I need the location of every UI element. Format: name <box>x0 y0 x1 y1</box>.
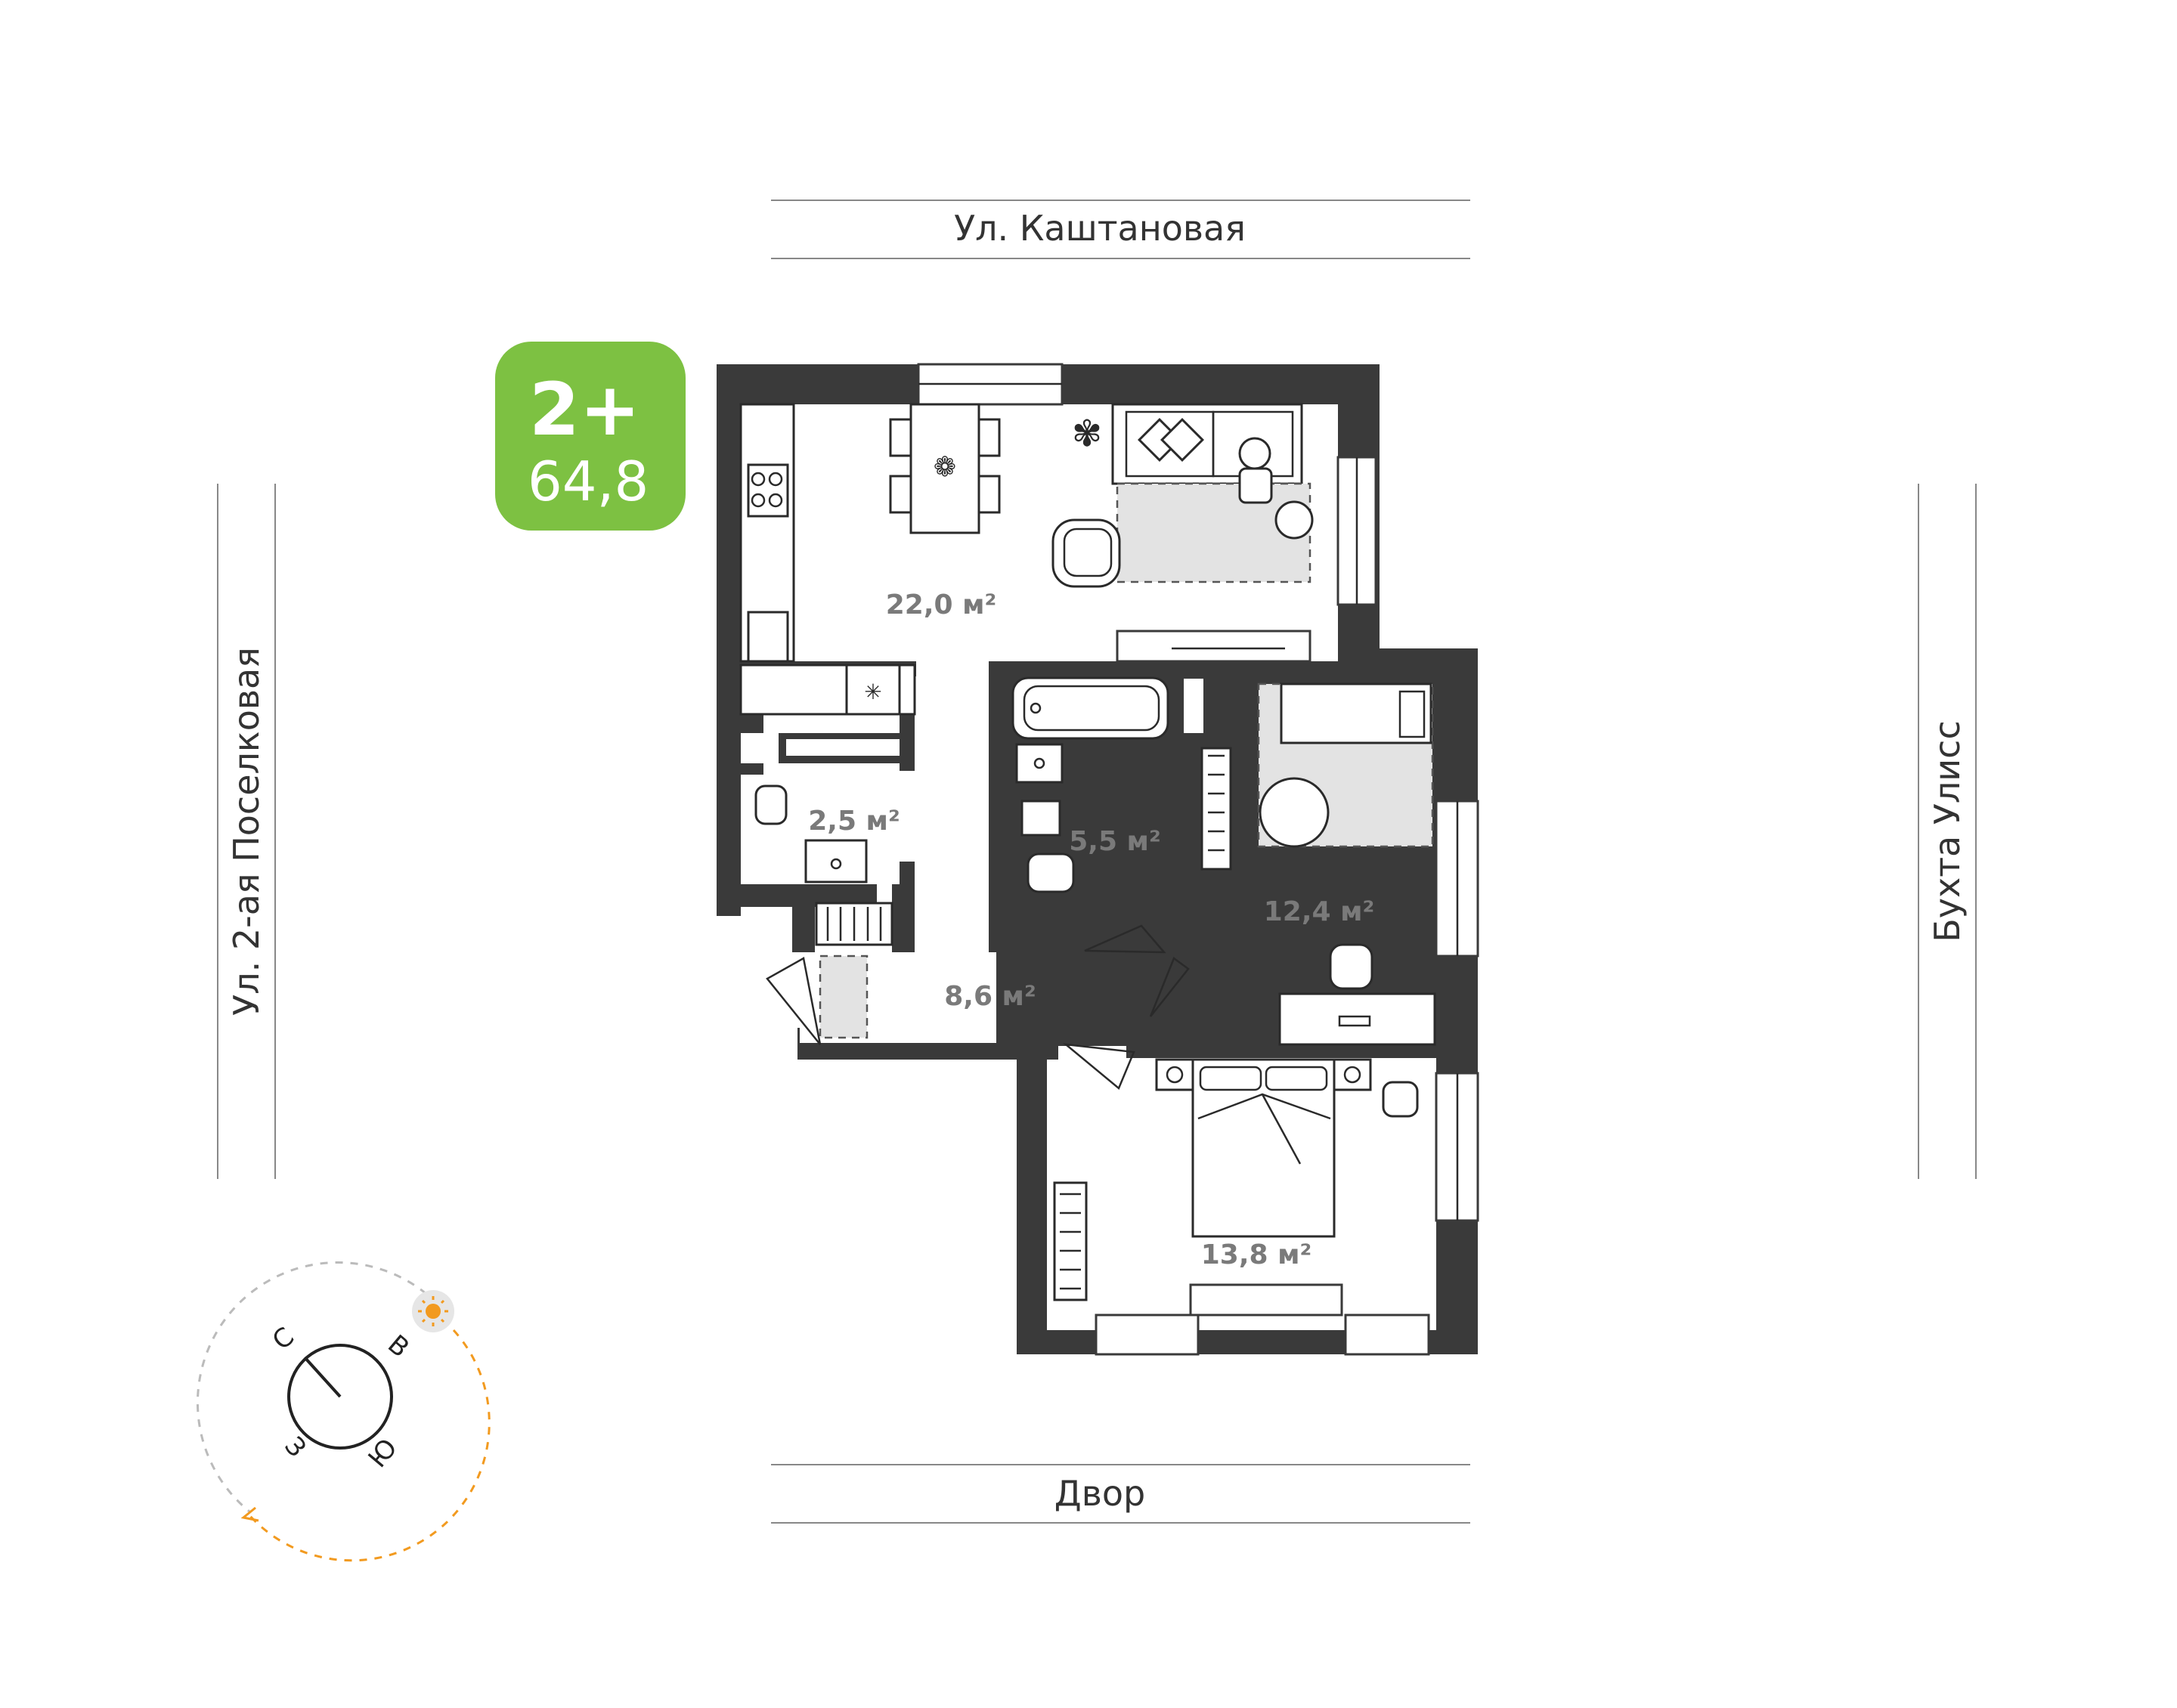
area-bathroom: 5,5 м² <box>1069 826 1161 857</box>
street-top-label: Ул. Каштановая <box>954 208 1246 249</box>
compass-east: В <box>382 1329 415 1364</box>
hall-furniture <box>766 902 893 1045</box>
badge-background <box>495 342 686 531</box>
area-hall: 8,6 м² <box>944 981 1036 1012</box>
area-bedroom-small: 12,4 м² <box>1264 896 1375 927</box>
small-bedroom-furniture <box>1149 682 1436 1046</box>
street-bottom-label: Двор <box>1054 1473 1145 1514</box>
wc-furniture <box>754 784 868 883</box>
street-top: Ул. Каштановая <box>771 200 1470 259</box>
svg-text:❁: ❁ <box>934 452 956 483</box>
master-bedroom-furniture <box>1053 1043 1419 1301</box>
street-right-label: Бухта Улисс <box>1927 720 1968 942</box>
svg-text:✾: ✾ <box>1072 413 1102 455</box>
kitchen-living-furniture: ✳ ❁ ✾ <box>739 403 1314 716</box>
area-wc: 2,5 м² <box>808 806 900 837</box>
street-bottom: Двор <box>771 1464 1470 1524</box>
badge-rooms: 2+ <box>529 367 640 452</box>
badge-area: 64,8 <box>528 450 649 513</box>
street-left-label: Ул. 2-ая Поселковая <box>226 647 267 1016</box>
windows <box>917 363 1479 1356</box>
compass-north: С <box>267 1322 300 1357</box>
compass: С В Ю З <box>196 1261 491 1562</box>
street-left: Ул. 2-ая Поселковая <box>217 484 276 1179</box>
area-kitchen-living: 22,0 м² <box>886 589 997 620</box>
street-right: Бухта Улисс <box>1918 484 1977 1179</box>
area-bedroom-master: 13,8 м² <box>1201 1239 1312 1270</box>
bathroom-furniture <box>1011 676 1169 954</box>
room-labels: 22,0 м² 2,5 м² 5,5 м² 12,4 м² 8,6 м² 13,… <box>808 589 1374 1270</box>
svg-text:✳: ✳ <box>864 679 881 704</box>
apartment-badge: 2+ 64,8 <box>495 342 686 531</box>
